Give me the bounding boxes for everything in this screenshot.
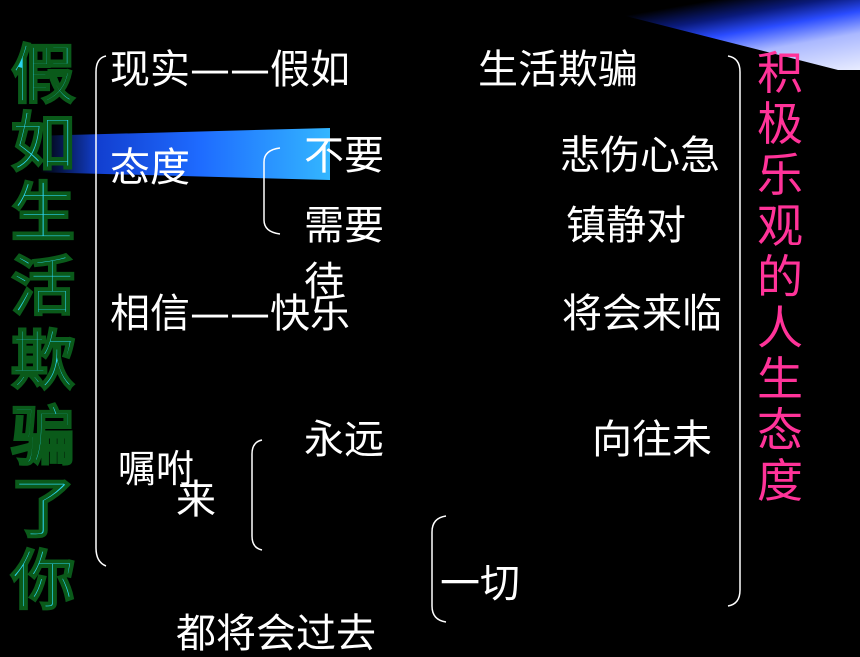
conclusion-char: 人 [757, 301, 803, 355]
conclusion-char: 的 [757, 250, 803, 304]
outer-right-bracket [727, 55, 741, 607]
title-char: 欺 [10, 325, 76, 399]
attitude-need-right: 镇静对 [566, 203, 686, 249]
attitude-bracket [263, 147, 281, 235]
conclusion-char: 度 [757, 454, 803, 508]
reality-right: 生活欺骗 [478, 47, 638, 93]
reality-label: 现实——假如 [110, 47, 350, 93]
title-char: 如 [10, 107, 76, 181]
believe-label: 相信——快乐 [110, 291, 350, 337]
title-char: 你 [10, 545, 76, 619]
attitude-dont-right: 悲伤心急 [560, 133, 720, 179]
conclusion-char: 态 [757, 403, 803, 457]
everything-bracket [431, 515, 447, 623]
attitude-label: 态度 [110, 145, 190, 191]
instruct-label-wrap: 来 [176, 477, 216, 523]
instruct-everything-bottom: 都将会过去 [176, 611, 376, 657]
conclusion-char: 极 [757, 97, 803, 151]
instruct-forever-right: 向往未 [592, 417, 712, 463]
instruct-bracket [251, 439, 263, 551]
decorative-streak-middle [40, 128, 330, 180]
title-char: 骗 [10, 401, 76, 475]
instruct-forever: 永远 [304, 417, 384, 463]
outer-left-bracket [95, 55, 107, 567]
attitude-dont: 不要 [304, 133, 384, 179]
title-char: 了 [10, 473, 76, 547]
title-char: 假 [10, 39, 76, 113]
instruct-everything: 一切 [440, 561, 520, 607]
conclusion-char: 生 [757, 352, 803, 406]
believe-right: 将会来临 [562, 291, 722, 337]
title-char: 活 [10, 251, 76, 325]
title-char: 生 [10, 177, 76, 251]
attitude-need: 需要 [304, 203, 384, 249]
conclusion-char: 乐 [757, 148, 803, 202]
instruct-label: 嘱咐 [118, 447, 195, 491]
conclusion-char: 观 [757, 199, 803, 253]
attitude-need-wrap: 待 [304, 259, 344, 305]
conclusion-char: 积 [757, 46, 803, 100]
